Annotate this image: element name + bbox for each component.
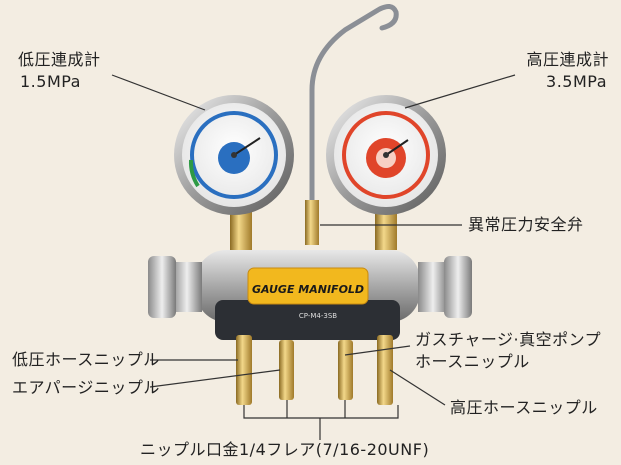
low-hose-nipple [236,335,252,405]
low-gauge-range-label: 1.5MPa [20,72,81,91]
high-hose-nipple-label: 高圧ホースニップル [450,398,598,417]
safety-valve-label: 異常圧力安全弁 [468,215,584,234]
low-hose-nipple-label: 低圧ホースニップル [12,350,160,369]
safety-valve [305,200,319,245]
manifold-body [196,250,420,340]
nipple-fitting-label: ニップル口金1/4フレア(7/16-20UNF) [140,440,430,459]
high-hose-nipple [377,335,393,405]
low-gauge-name-label: 低圧連成計 [18,50,101,69]
model-text: CP-M4-3SB [299,312,337,320]
leader-lines [111,74,516,440]
air-purge-nipple-label: エアパージニップル [12,378,160,397]
gas-charge-label-line1: ガスチャージ·真空ポンプ [415,330,602,349]
low-side-valve-knob [148,256,202,318]
low-pressure-gauge [174,95,294,250]
badge-text: GAUGE MANIFOLD [252,283,364,296]
high-pressure-gauge [326,95,446,250]
hanger-hook [309,4,399,233]
gas-charge-label-line2: ホースニップル [415,352,530,371]
high-side-valve-knob [418,256,472,318]
air-purge-nipple [279,340,294,400]
high-gauge-name-label: 高圧連成計 [526,50,609,69]
high-gauge-range-label: 3.5MPa [546,72,607,91]
gas-charge-nipple [338,340,353,400]
